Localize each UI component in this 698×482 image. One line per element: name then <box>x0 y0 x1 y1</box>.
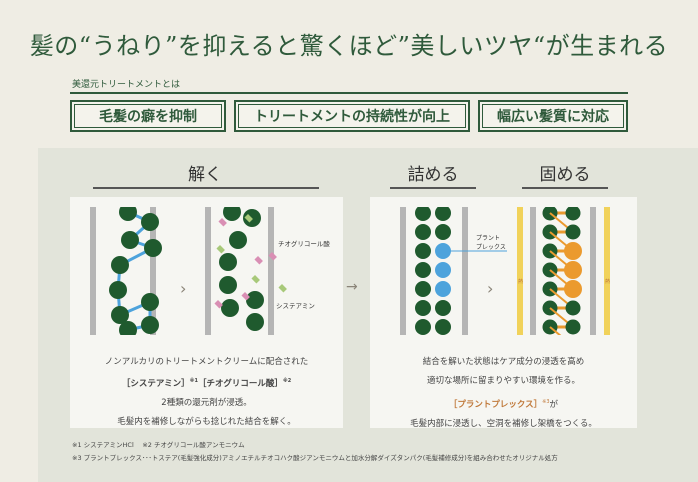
section-subtitle: 美還元トリートメントとは <box>72 80 181 90</box>
heat-label: 熱 <box>605 279 611 285</box>
hair-cuticle <box>590 207 596 335</box>
text-line: 毛髪内を補修しながらも捻じれた結合を解く。 <box>117 416 296 427</box>
plantplex-molecule <box>435 262 451 278</box>
reducing-agent <box>216 244 225 254</box>
molecule <box>415 243 431 259</box>
molecule <box>415 207 431 221</box>
chevron-right-icon: › <box>180 279 186 298</box>
molecule <box>144 239 162 257</box>
molecule <box>109 281 127 299</box>
divider <box>390 187 476 189</box>
page-title: 髪の“うねり”を抑えると驚くほど”美しいツヤ“が生まれる <box>29 32 669 60</box>
divider <box>70 92 628 94</box>
fill-harden-description: 結合を解いた状態はケア成分の浸透を高め 適切な場所に留まりやすい環境を作る。 ［… <box>370 353 637 434</box>
molecule <box>543 339 558 354</box>
molecule <box>246 313 264 331</box>
molecule <box>141 213 159 231</box>
arrow-right-icon: → <box>346 279 358 295</box>
molecule <box>119 321 137 335</box>
heat-label: 熱 <box>518 279 524 285</box>
cysteamine-term: ［システアミン］ <box>121 378 190 389</box>
molecule <box>415 300 431 316</box>
hair-cuticle <box>530 207 536 335</box>
hair-cuticle <box>268 207 274 335</box>
footnote-ref: ※1 <box>189 378 198 384</box>
reducing-agent <box>268 251 277 261</box>
molecule <box>415 319 431 335</box>
molecule <box>415 338 431 354</box>
heading-loosen: 解く <box>188 165 222 185</box>
divider <box>522 187 608 189</box>
molecule <box>435 319 451 335</box>
hair-cuticle <box>517 207 523 335</box>
text-line: ノンアルカリのトリートメントクリームに配合された <box>104 357 309 367</box>
reducing-agent <box>278 284 287 293</box>
molecule <box>435 207 451 221</box>
plantplex-molecule <box>564 261 582 279</box>
molecule <box>219 253 237 271</box>
hair-cuticle <box>205 207 211 335</box>
reducing-agent <box>254 255 263 265</box>
molecule <box>221 299 239 317</box>
molecule <box>223 207 241 221</box>
hair-cuticle <box>400 207 406 335</box>
molecule <box>246 291 264 309</box>
feature-box-durability: トリートメントの持続性が向上 <box>234 100 470 132</box>
molecule <box>229 231 247 249</box>
molecule <box>111 306 129 324</box>
molecule <box>141 316 159 334</box>
reducing-agent <box>251 275 260 284</box>
feature-box-hair-types: 幅広い髪質に対応 <box>478 100 628 132</box>
hair-cuticle <box>90 207 96 335</box>
footnote-3: ※3 プラントプレックス･･･トステア(毛髪強化成分)アミノエチルチオコハク酸ジ… <box>72 454 558 462</box>
text-line: 結合を解いた状態はケア成分の浸透を高め <box>422 357 585 367</box>
label-thioglycolic-acid: チオグリコール酸 <box>278 240 330 248</box>
molecule <box>141 293 159 311</box>
molecule <box>435 300 451 316</box>
molecule <box>119 207 137 221</box>
footnote-ref: ※2 <box>282 378 292 384</box>
footnotes: ※1 システアミンHCl ※2 チオグリコール酸アンモニウム ※3 プラントプレ… <box>72 439 558 465</box>
molecule <box>121 231 139 249</box>
loosen-description: ノンアルカリのトリートメントクリームに配合された ［システアミン］※1［チオグリ… <box>70 353 343 432</box>
hair-cuticle <box>604 207 610 335</box>
crosslink <box>549 326 562 335</box>
text-line: 2種類の還元剤が浸透。 <box>161 397 252 408</box>
feature-box-suppress-curl: 毛髪の癖を抑制 <box>70 100 226 132</box>
plantplex-molecule <box>564 280 582 298</box>
plantplex-molecule <box>435 281 451 297</box>
heading-harden: 固める <box>539 165 591 185</box>
reducing-agent <box>214 300 223 309</box>
molecule <box>565 207 581 221</box>
molecule <box>415 262 431 278</box>
molecule <box>111 256 129 274</box>
divider <box>93 187 319 189</box>
molecule <box>415 224 431 240</box>
molecule <box>565 300 581 316</box>
molecule <box>435 224 451 240</box>
molecule <box>435 338 451 354</box>
reducing-agent <box>218 218 227 227</box>
hair-cuticle <box>150 207 156 335</box>
text-line: 毛髪内部に浸透し、空洞を補修し架橋をつくる。 <box>410 418 597 429</box>
reducing-agent <box>241 292 250 301</box>
text-line: が <box>549 399 559 410</box>
molecule <box>565 224 581 240</box>
plantplex-molecule <box>564 242 582 260</box>
label-plantplex: プラント プレックス <box>476 235 506 251</box>
label-cysteamine: システアミン <box>276 302 315 310</box>
molecule <box>565 319 581 335</box>
molecule <box>566 339 581 354</box>
footnote-ref: ※3 <box>542 399 550 405</box>
hair-cuticle <box>462 207 468 335</box>
footnote-1-2: ※1 システアミンHCl ※2 チオグリコール酸アンモニウム <box>72 441 245 449</box>
molecule <box>219 276 237 294</box>
text-line: 適切な場所に留まりやすい環境を作る。 <box>426 376 580 386</box>
heading-fill: 詰める <box>407 165 459 185</box>
reducing-agent <box>244 214 253 223</box>
plantplex-term: ［プラントプレックス］ <box>448 399 543 410</box>
thio-term: ［チオグリコール酸］ <box>198 378 283 389</box>
molecule <box>415 281 431 297</box>
chevron-right-icon: › <box>487 279 493 298</box>
